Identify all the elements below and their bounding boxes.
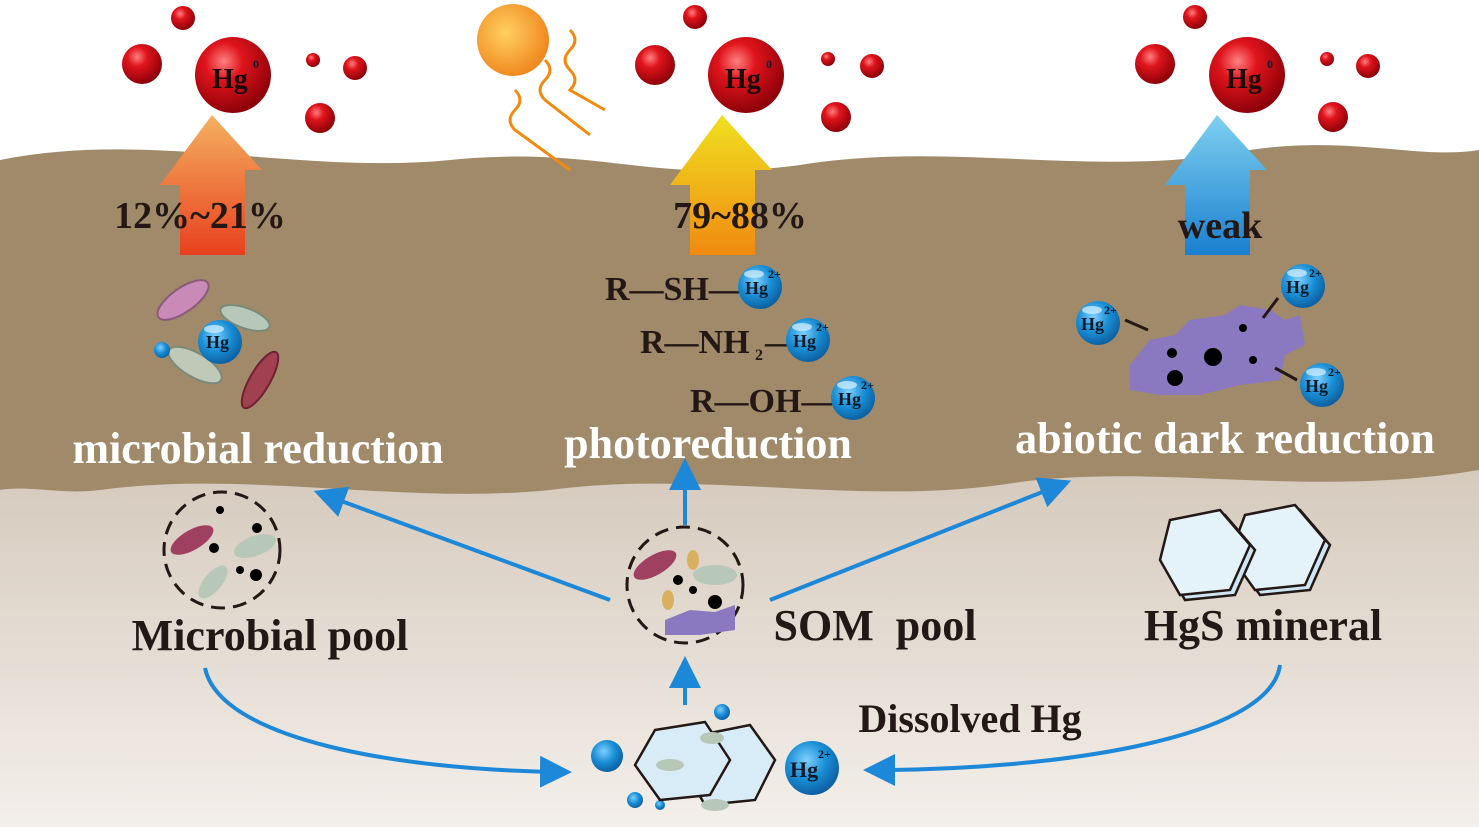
hg0-group-2 — [635, 5, 884, 132]
hg2-charge: 2+ — [818, 747, 831, 761]
amine-group: R—NH — [640, 324, 750, 361]
hg2-charge: 2+ — [861, 378, 874, 392]
hg2-label: Hg — [793, 331, 816, 351]
hg2-label: Hg — [790, 757, 818, 782]
microbial-pool-icon — [162, 490, 282, 610]
organic-matter-cluster-icon: Hg2+ Hg2+ Hg2+ — [1076, 264, 1344, 407]
microbial-flux-arrow — [160, 115, 262, 255]
amine-subscript: 2 — [755, 347, 763, 364]
thiol-group: R—SH— — [605, 271, 744, 308]
hg0-group-1 — [122, 6, 367, 133]
hg2-charge: 2+ — [816, 320, 829, 334]
sun-icon — [477, 4, 549, 76]
dark-flux-arrow — [1165, 115, 1267, 255]
hydroxyl-group: R—OH— — [690, 383, 836, 420]
hg0-group-3 — [1135, 5, 1380, 132]
microbial-pool-label: Microbial pool — [132, 611, 409, 660]
hg0-label: Hg — [212, 64, 248, 95]
hg0-sphere — [708, 37, 784, 113]
microbes-icon: Hg — [154, 279, 280, 410]
hg2-charge: 2+ — [1104, 303, 1117, 317]
microbial-rate: 12%~21% — [114, 195, 286, 237]
hg2-charge: 2+ — [1309, 266, 1322, 280]
hg2-label: Hg — [745, 278, 768, 298]
hgs-mineral-label: HgS mineral — [1144, 601, 1382, 650]
hg0-superscript: 0 — [253, 57, 259, 71]
microbial-reduction-label: microbial reduction — [72, 424, 443, 473]
abiotic-dark-reduction-label: abiotic dark reduction — [1015, 414, 1435, 463]
hg0-superscript: 0 — [766, 57, 772, 71]
dark-rate: weak — [1178, 205, 1263, 247]
hgs-mineral-icon — [1158, 503, 1332, 602]
photo-flux-arrow — [670, 115, 772, 255]
hg0-label: Hg — [725, 64, 761, 95]
sunlight-rays-icon — [508, 28, 606, 172]
hg2-charge: 2+ — [768, 267, 781, 281]
hg2-label: Hg — [1286, 277, 1309, 297]
hg2-label: Hg — [1081, 314, 1104, 334]
som-pool-label: SOM pool — [774, 601, 977, 650]
hg2-label: Hg — [838, 389, 861, 409]
hg0-label: Hg — [1226, 64, 1262, 95]
photoreduction-label: photoreduction — [564, 419, 852, 468]
hg2-label: Hg — [206, 332, 229, 352]
dissolved-hg-label: Dissolved Hg — [858, 696, 1081, 741]
dissolved-hg-icon: Hg 2+ — [591, 704, 839, 811]
soil-layer — [0, 145, 1479, 494]
hg0-sphere — [1209, 37, 1285, 113]
hg2-label: Hg — [1305, 376, 1328, 396]
photo-rate: 79~88% — [673, 195, 807, 237]
hg2-charge: 2+ — [1328, 365, 1341, 379]
bound-hg2-ions: Hg2+ Hg2+ Hg2+ — [738, 265, 875, 420]
som-pool-icon — [625, 525, 745, 645]
flow-arrows — [203, 458, 1282, 788]
hg0-sphere — [195, 37, 271, 113]
hg0-superscript: 0 — [1267, 57, 1273, 71]
